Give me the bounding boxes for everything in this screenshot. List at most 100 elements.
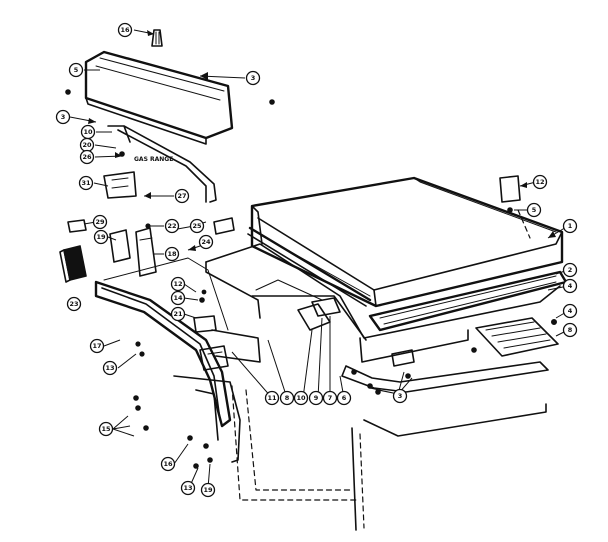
svg-text:12: 12 — [173, 280, 182, 288]
callout: 11 — [264, 390, 280, 406]
svg-text:19: 19 — [203, 486, 213, 494]
callout: 1 — [562, 218, 578, 234]
callout: 2 — [562, 262, 578, 278]
callout: 3 — [392, 388, 408, 404]
spark-module — [59, 245, 87, 283]
svg-text:4: 4 — [568, 282, 573, 290]
callout: 5 — [526, 202, 542, 218]
callout: 12 — [170, 276, 186, 292]
svg-text:8: 8 — [285, 394, 290, 402]
svg-text:6: 6 — [342, 394, 347, 402]
svg-text:31: 31 — [81, 179, 91, 187]
callout: 10 — [80, 124, 96, 140]
leader-lines — [69, 29, 569, 489]
burner-grate — [475, 317, 559, 357]
svg-text:3: 3 — [61, 113, 66, 121]
callout: 24 — [198, 234, 214, 250]
svg-text:24: 24 — [201, 238, 211, 246]
callout: 20 — [79, 137, 95, 153]
burner-box — [205, 243, 561, 367]
svg-text:7: 7 — [328, 394, 333, 402]
svg-text:25: 25 — [192, 222, 202, 230]
callouts: 16 5 3 3 10 20 26 27 31 25 22 29 24 19 1… — [55, 22, 578, 498]
svg-text:3: 3 — [251, 74, 256, 82]
backguard-knob — [151, 29, 163, 47]
callout: 3 — [245, 70, 261, 86]
svg-text:10: 10 — [296, 394, 306, 402]
main-top — [250, 176, 564, 308]
svg-text:4: 4 — [568, 307, 573, 315]
callout: 6 — [336, 390, 352, 406]
svg-text:10: 10 — [83, 128, 93, 136]
callout: 31 — [78, 175, 94, 191]
small-clip — [67, 219, 87, 233]
callout: 8 — [562, 322, 578, 338]
svg-text:15: 15 — [101, 425, 111, 433]
svg-text:5: 5 — [532, 206, 537, 214]
side-rail — [341, 361, 549, 393]
callout: 19 — [200, 482, 216, 498]
svg-text:16: 16 — [163, 460, 173, 468]
callout: 18 — [164, 246, 180, 262]
callout: 13 — [180, 480, 196, 496]
svg-text:8: 8 — [568, 326, 573, 334]
callout: 21 — [170, 306, 186, 322]
svg-text:14: 14 — [173, 294, 183, 302]
svg-text:17: 17 — [92, 342, 101, 350]
callout: 16 — [160, 456, 176, 472]
callout: 7 — [322, 390, 338, 406]
svg-text:29: 29 — [95, 218, 105, 226]
backguard-panel — [84, 50, 234, 145]
callout: 3 — [55, 109, 71, 125]
callout: 14 — [170, 290, 186, 306]
callout: 27 — [174, 188, 190, 204]
callout: 4 — [562, 303, 578, 319]
callout: 13 — [102, 360, 118, 376]
svg-text:13: 13 — [183, 484, 192, 492]
backguard-bracket — [107, 125, 217, 203]
callout: 15 — [98, 421, 114, 437]
callout: 10 — [293, 390, 309, 406]
screws — [65, 89, 557, 469]
svg-text:26: 26 — [82, 153, 92, 161]
svg-text:19: 19 — [96, 233, 106, 241]
top-hinge-brackets — [213, 217, 341, 317]
svg-text:9: 9 — [314, 394, 319, 402]
svg-text:5: 5 — [74, 66, 79, 74]
svg-text:18: 18 — [167, 250, 177, 258]
lower-frame — [231, 209, 547, 531]
valve-bracket — [109, 227, 157, 277]
callout: 26 — [79, 149, 95, 165]
callout: 19 — [93, 229, 109, 245]
callout: 4 — [562, 278, 578, 294]
callout: 8 — [279, 390, 295, 406]
svg-text:27: 27 — [177, 192, 186, 200]
control-bracket — [103, 171, 137, 199]
callout: 12 — [532, 174, 548, 190]
callout: 23 — [66, 296, 82, 312]
svg-text:22: 22 — [167, 222, 176, 230]
svg-text:16: 16 — [120, 26, 130, 34]
svg-text:3: 3 — [398, 392, 403, 400]
callout: 25 — [189, 218, 205, 234]
arrowheads — [88, 30, 556, 251]
gas-range-note: GAS RANGE — [134, 156, 173, 163]
callout: 22 — [164, 218, 180, 234]
callout: 9 — [308, 390, 324, 406]
callout: 17 — [89, 338, 105, 354]
callout: 5 — [68, 62, 84, 78]
burner-valves — [193, 315, 229, 371]
callout: 29 — [92, 214, 108, 230]
manifold-frame — [94, 257, 261, 463]
svg-text:20: 20 — [82, 141, 92, 149]
svg-text:12: 12 — [535, 178, 544, 186]
svg-text:13: 13 — [105, 364, 114, 372]
svg-text:1: 1 — [568, 222, 573, 230]
top-hinge-rod — [247, 226, 372, 307]
svg-text:2: 2 — [568, 266, 573, 274]
svg-text:21: 21 — [173, 310, 183, 318]
top-bracket-right — [499, 175, 521, 203]
svg-text:11: 11 — [267, 394, 277, 402]
callout: 16 — [117, 22, 133, 38]
